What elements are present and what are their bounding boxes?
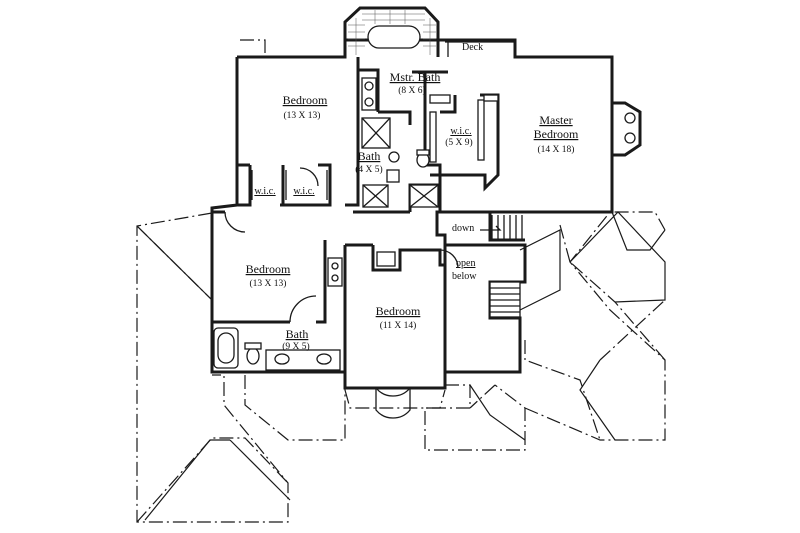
bedroom-c-dimension: (11 X 14) (380, 320, 417, 331)
bedroom-c-label: Bedroom (376, 304, 421, 318)
bedroom-w-dimension: (13 X 13) (250, 278, 287, 289)
bath-w-label: Bath (286, 327, 309, 341)
wic-left-label: w.i.c. (254, 186, 275, 197)
room-labels: Deck Mstr. Bath (8 X 6) Master Bedroom (… (246, 42, 579, 352)
wic-master-label: w.i.c. (450, 126, 471, 137)
bedroom-w-label: Bedroom (246, 262, 291, 276)
bath-small-dimension: (4 X 5) (355, 164, 382, 175)
bedroom-nw-label: Bedroom (283, 93, 328, 107)
tile-pattern (348, 10, 436, 55)
wic-right-label: w.i.c. (293, 186, 314, 197)
bath-w-dimension: (9 X 5) (282, 341, 309, 352)
master-bedroom-label-line1: Master (539, 113, 572, 127)
down-label: down (452, 223, 474, 234)
mstr-bath-dimension: (8 X 6) (398, 85, 425, 96)
master-bedroom-dimension: (14 X 18) (538, 144, 575, 155)
master-bedroom-label-line2: Bedroom (534, 127, 579, 141)
fixtures (213, 10, 636, 419)
roof-ridges (136, 211, 666, 521)
bath-small-label: Bath (358, 149, 381, 163)
stairs (480, 215, 523, 318)
mstr-bath-label: Mstr. Bath (390, 70, 441, 84)
bedroom-nw-dimension: (13 X 13) (284, 110, 321, 121)
open-below-label-line2: below (452, 271, 477, 282)
deck-label: Deck (462, 42, 483, 53)
wic-master-dimension: (5 X 9) (445, 137, 472, 148)
open-below-label-line1: open (456, 258, 475, 269)
